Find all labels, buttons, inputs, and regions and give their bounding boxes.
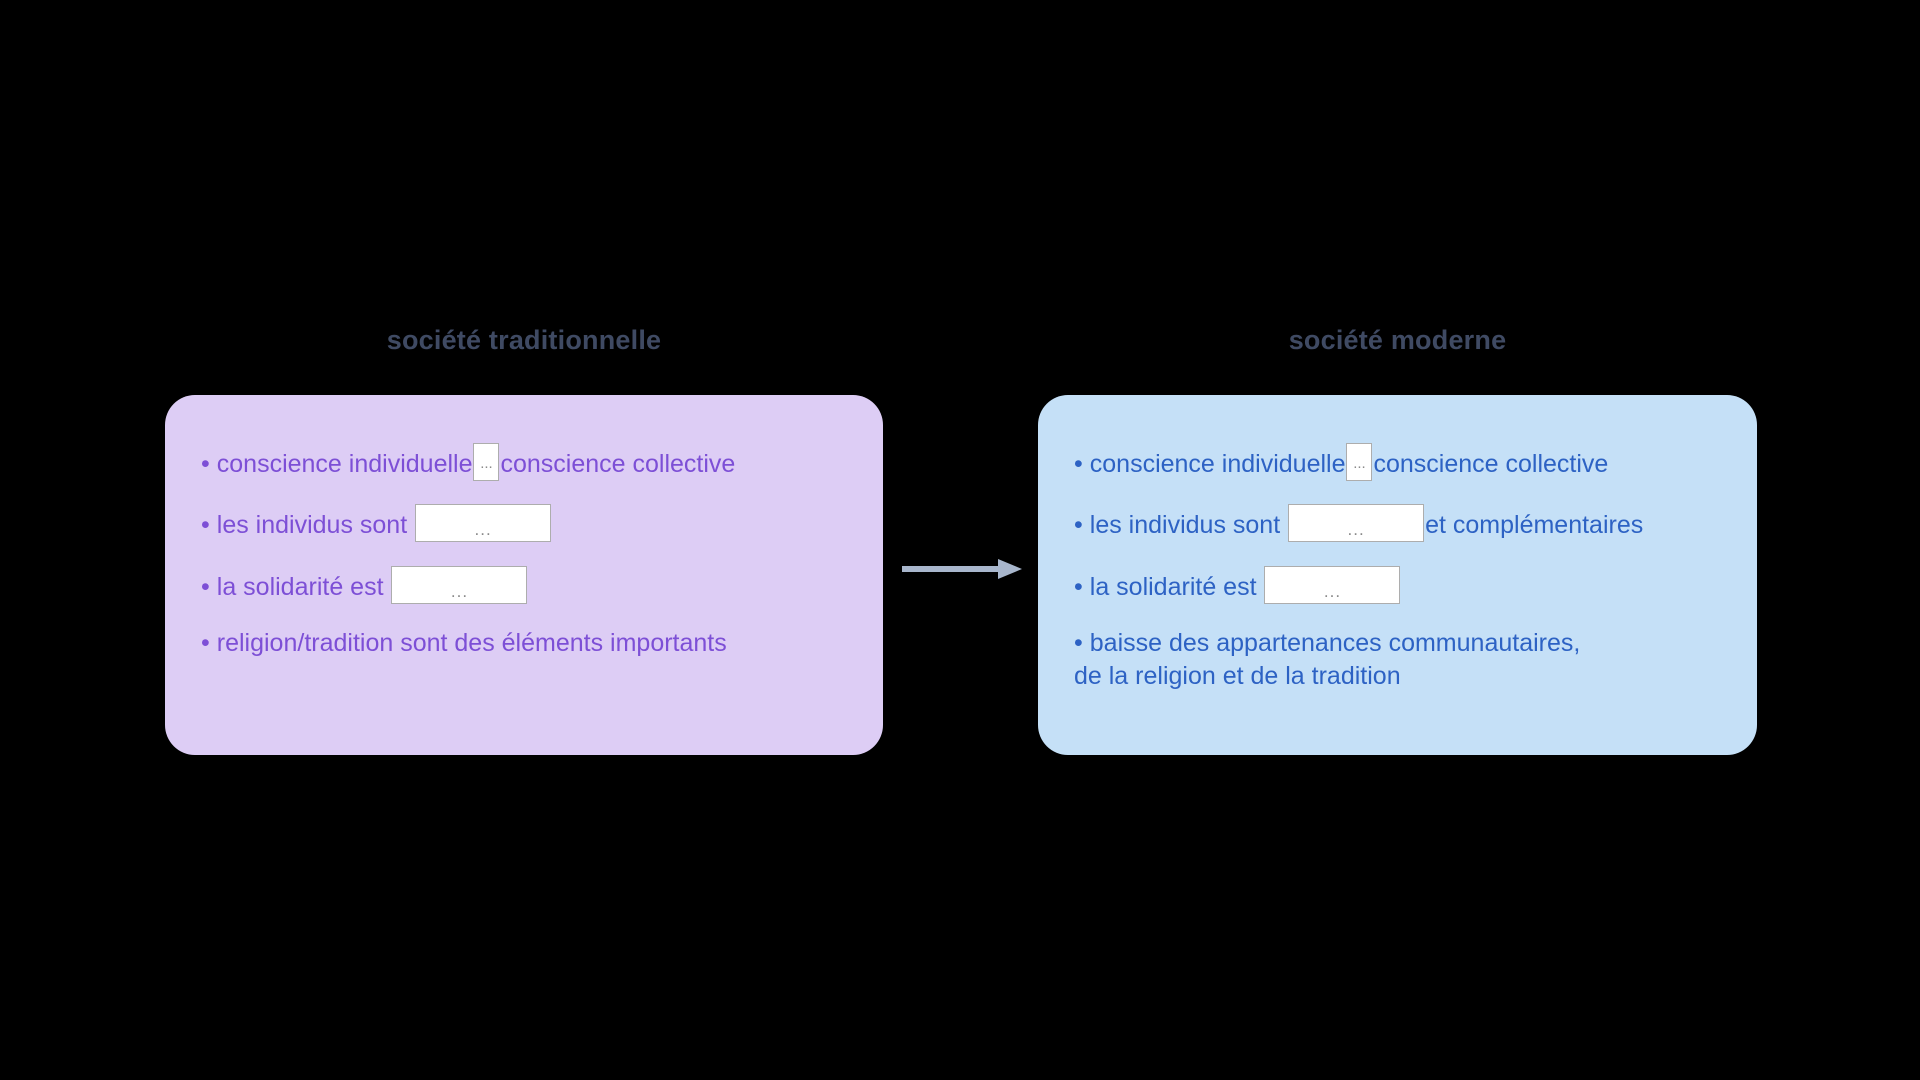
bullet-marker-icon: •	[1074, 450, 1083, 478]
blank-field-placeholder: ...	[1323, 581, 1342, 601]
bullet-list-traditional: •conscience individuelle...conscience co…	[201, 443, 847, 660]
bullet-marker-icon: •	[1074, 511, 1083, 540]
bullet-text: et complémentaires	[1425, 511, 1644, 540]
bullet-traditional-conscience: •conscience individuelle... conscience co…	[201, 443, 847, 481]
bullet-traditional-individus: •les individus sont ...	[201, 504, 847, 543]
blank-field-modern-conscience[interactable]: ...	[1346, 443, 1373, 481]
bullet-marker-icon: •	[201, 450, 210, 478]
bullet-marker-icon: •	[201, 628, 210, 657]
blank-field-traditional-conscience[interactable]: ...	[473, 443, 500, 481]
bullet-marker-icon: •	[201, 572, 210, 601]
bullet-marker-icon: •	[201, 511, 210, 540]
bullet-text: la solidarité est	[1089, 572, 1264, 601]
transition-arrow-icon	[902, 559, 1022, 579]
bullet-text: baisse des appartenances communautaires,…	[1074, 628, 1581, 690]
blank-field-placeholder: ...	[1347, 520, 1365, 540]
bullet-text: conscience collective	[500, 450, 736, 478]
bullet-text: religion/tradition sont des éléments imp…	[216, 628, 727, 657]
blank-field-traditional-individus[interactable]: ...	[415, 504, 552, 543]
bullet-traditional-solidarite: •la solidarité est ...	[201, 565, 847, 604]
bullet-list-modern: •conscience individuelle...conscience co…	[1074, 443, 1721, 693]
blank-field-placeholder: ...	[1353, 455, 1366, 472]
blank-field-placeholder: ...	[480, 455, 493, 472]
bullet-text: conscience individuelle	[216, 450, 473, 478]
bullet-text: les individus sont	[216, 511, 415, 540]
column-title-traditional: société traditionnelle	[386, 325, 662, 355]
column-title-modern: société moderne	[1288, 325, 1507, 355]
bullet-modern-individus: •les individus sont ... et complémentaire…	[1074, 504, 1721, 543]
bullet-text: conscience individuelle	[1089, 450, 1346, 478]
bullet-marker-icon: •	[1074, 628, 1083, 657]
blank-field-modern-individus[interactable]: ...	[1288, 504, 1425, 543]
blank-field-placeholder: ...	[450, 581, 469, 601]
bullet-marker-icon: •	[1074, 572, 1083, 601]
bullet-text: la solidarité est	[216, 572, 391, 601]
bullet-modern-solidarite: •la solidarité est ...	[1074, 565, 1721, 604]
bullet-text: les individus sont	[1089, 511, 1288, 540]
panel-traditional-society: •conscience individuelle...conscience co…	[165, 395, 883, 755]
bullet-text: conscience collective	[1373, 450, 1609, 478]
blank-field-traditional-solidarite[interactable]: ...	[391, 565, 528, 604]
bullet-traditional-religion: •religion/tradition sont des éléments im…	[201, 627, 847, 660]
blank-field-modern-solidarite[interactable]: ...	[1264, 565, 1401, 604]
bullet-modern-appartenances: •baisse des appartenances communautaires…	[1074, 627, 1721, 694]
bullet-modern-conscience: •conscience individuelle... conscience co…	[1074, 443, 1721, 481]
panel-modern-society: •conscience individuelle...conscience co…	[1038, 395, 1757, 755]
blank-field-placeholder: ...	[474, 520, 492, 540]
